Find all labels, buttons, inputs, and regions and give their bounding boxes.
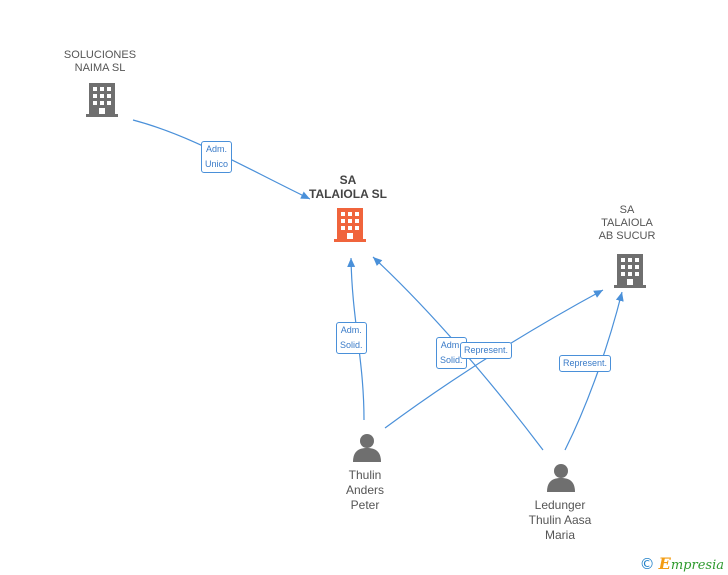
empresia-logo[interactable]: ©Empresia — [640, 554, 724, 573]
edge-label-adm-unico: Adm. Unico — [201, 141, 233, 173]
brand-initial: E — [658, 554, 671, 573]
edge-label-represent: Represent. — [460, 342, 513, 359]
building-icon[interactable] — [614, 254, 646, 288]
building-icon[interactable] — [86, 83, 118, 117]
person-icon[interactable] — [547, 464, 575, 492]
edge-label-adm-solid: Adm. Solid. — [336, 322, 367, 354]
person-label-thulin[interactable]: Thulin Anders Peter — [345, 468, 385, 512]
company-label-sa-talaiola-ab-sucur[interactable]: SA TALAIOLA AB SUCUR — [598, 204, 656, 242]
building-icon[interactable] — [334, 208, 366, 242]
company-label-soluciones[interactable]: SOLUCIONES NAIMA SL — [63, 49, 137, 74]
person-label-ledunger[interactable]: Ledunger Thulin Aasa Maria — [528, 498, 592, 542]
brand-name: mpresia — [670, 558, 724, 573]
copyright-icon: © — [639, 555, 655, 573]
company-label-sa-talaiola[interactable]: SA TALAIOLA SL — [309, 173, 387, 201]
edge-label-represent: Represent. — [559, 355, 612, 372]
person-icon[interactable] — [353, 434, 381, 462]
